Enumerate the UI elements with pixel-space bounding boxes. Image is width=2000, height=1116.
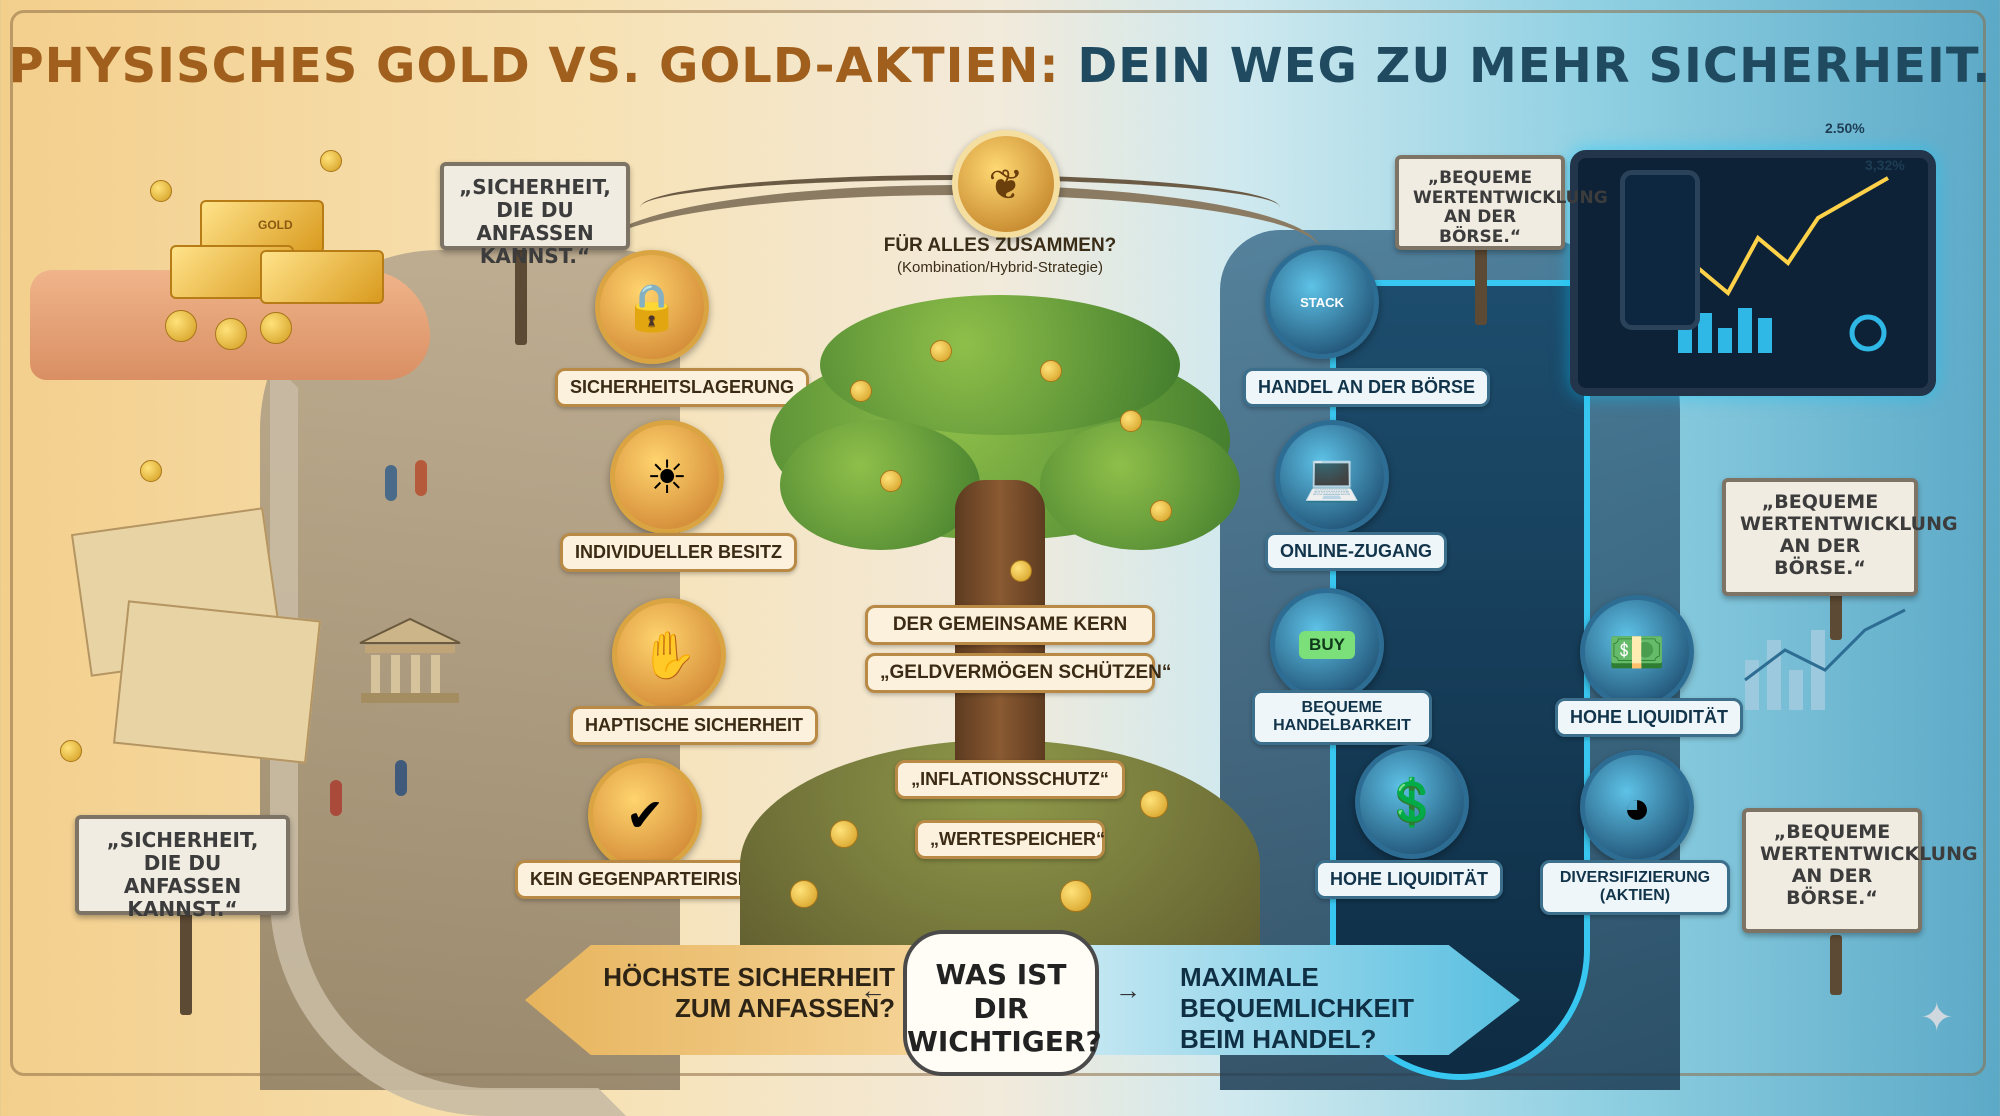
right-sign-top-text: „BEQUEME WERTENTWICKLUNG AN DER BÖRSE.“ [1413,168,1608,247]
gold-coin-icon [1140,790,1168,818]
sign-post [1475,235,1487,325]
feature-label-individual-ownership: INDIVIDUELLER BESITZ [560,533,798,572]
left-choice-text: HÖCHSTE SICHERHEIT ZUM ANFASSEN? [603,962,895,1024]
sign-post [180,905,192,1015]
left-sign-top-text: „SICHERHEIT, DIE DU ANFASSEN KANNST.“ [459,175,611,268]
right-sign-middle: „BEQUEME WERTENTWICKLUNG AN DER BÖRSE.“ [1722,478,1958,596]
money-exchange-icon: 💵 [1580,595,1694,709]
shield-check-icon: ✔ [588,758,702,872]
money-fruit-icon [1120,410,1142,432]
tree-canopy [820,295,1180,435]
money-fruit-icon [930,340,952,362]
gold-coin-icon [260,312,292,344]
buy-button-icon: BUY [1270,588,1384,702]
left-sign-bottom-text: „SICHERHEIT, DIE DU ANFASSEN KANNST.“ [106,828,259,921]
money-fruit-icon [1010,560,1032,582]
treasure-map-icon [113,600,321,764]
feature-label-security-storage: SICHERHEITSLAGERUNG [555,368,810,407]
sparkle-icon: ✦ [1920,996,1954,1040]
arrow-left-icon: ← [860,975,886,1005]
right-sign-bottom-text: „BEQUEME WERTENTWICKLUNG AN DER BÖRSE.“ [1760,821,1978,909]
tree-core-label: DER GEMEINSAME KERN [865,605,1155,645]
stock-exchange-building-icon: STACK [1265,245,1379,359]
smartphone-icon [1620,170,1700,330]
hiker-figure [330,780,342,816]
right-sign-bottom: „BEQUEME WERTENTWICKLUNG AN DER BÖRSE.“ [1742,808,1978,933]
money-fruit-icon [1150,500,1172,522]
sign-post [515,225,527,345]
feature-label-haptic-security: HAPTISCHE SICHERHEIT [570,706,819,745]
gold-coin-icon [320,150,342,172]
tree-store-label: „WERTESPEICHER“ [915,820,1105,859]
left-sign-top: „SICHERHEIT, DIE DU ANFASSEN KANNST.“ [440,162,630,268]
gold-coin-icon [790,880,818,908]
right-sign-middle-text: „BEQUEME WERTENTWICKLUNG AN DER BÖRSE.“ [1740,491,1958,579]
money-fruit-icon [880,470,902,492]
feature-label-high-liquidity-1: HOHE LIQUIDITÄT [1555,698,1743,737]
gold-coin-icon [1060,880,1092,912]
gold-bar-icon [260,250,384,304]
bank-temple-icon [359,617,461,703]
tree-canopy [1040,420,1240,550]
money-cycle-icon: 💲 [1355,745,1469,859]
gold-coin-icon [150,180,172,202]
chart-readout-1: 2.50% [1825,120,1865,136]
hiker-figure [395,760,407,796]
feature-label-diversification: DIVERSIFIZIERUNG (AKTIEN) [1540,860,1730,915]
gold-coin-icon [215,318,247,350]
feature-label-high-liquidity-2: HOHE LIQUIDITÄT [1315,860,1503,899]
money-fruit-icon [850,380,872,402]
gold-coin-icon [140,460,162,482]
buy-badge: BUY [1299,631,1355,659]
money-fruit-icon [1040,360,1062,382]
center-question-text: WAS IST DIR WICHTIGER? [907,958,1102,1059]
hiker-figure [415,460,427,496]
laptop-chart-icon: 💻 [1275,420,1389,534]
tablet-chart [1666,176,1889,353]
leaf-emblem-icon: ❦ [952,130,1060,238]
gold-coin-icon [830,820,858,848]
page-title: PHYSISCHES GOLD VS. GOLD-AKTIEN: DEIN WE… [0,38,2000,94]
center-question-bubble: WAS IST DIR WICHTIGER? [903,930,1102,1076]
safe-icon: 🔒 [595,250,709,364]
feature-label-exchange-trading: HANDEL AN DER BÖRSE [1243,368,1491,407]
hiker-figure [385,465,397,501]
right-sign-top: „BEQUEME WERTENTWICKLUNG AN DER BÖRSE.“ [1395,155,1608,250]
building-badge: STACK [1300,294,1344,310]
feature-label-online-access: ONLINE-ZUGANG [1265,532,1447,571]
feature-label-easy-tradability: BEQUEME HANDELBARKEIT [1252,690,1432,745]
arrow-right-icon: → [1115,975,1141,1005]
tree-protect-label: „GELDVERMÖGEN SCHÜTZEN“ [865,653,1171,693]
gold-bar-label: GOLD [258,218,293,232]
feature-label-no-counterparty-risk: KEIN GEGENPARTEIRISIKO [515,860,785,899]
left-sign-bottom: „SICHERHEIT, DIE DU ANFASSEN KANNST.“ [75,815,290,921]
hybrid-strategy-label: FÜR ALLES ZUSAMMEN? (Kombination/Hybrid-… [860,235,1140,276]
sign-post [1830,935,1842,995]
gold-coin-icon [165,310,197,342]
hybrid-subtitle: (Kombination/Hybrid-Strategie) [897,259,1103,276]
background-bar-chart [1744,608,1906,710]
tree-inflation-label: „INFLATIONSSCHUTZ“ [895,760,1125,799]
chart-readout-2: 3,32% [1865,157,1905,173]
title-part-blue: DEIN WEG ZU MEHR SICHERHEIT. [1077,38,1992,94]
pie-chart-icon: ◕ [1580,750,1694,864]
right-choice-text: MAXIMALE BEQUEMLICHKEIT BEIM HANDEL? [1180,962,1414,1055]
hand-coin-icon: ☀ [610,420,724,534]
title-part-gold: PHYSISCHES GOLD VS. GOLD-AKTIEN: [8,38,1060,94]
hand-gold-bar-icon: ✋ [612,598,726,712]
hybrid-question: FÜR ALLES ZUSAMMEN? [883,235,1117,256]
gold-coin-icon [60,740,82,762]
